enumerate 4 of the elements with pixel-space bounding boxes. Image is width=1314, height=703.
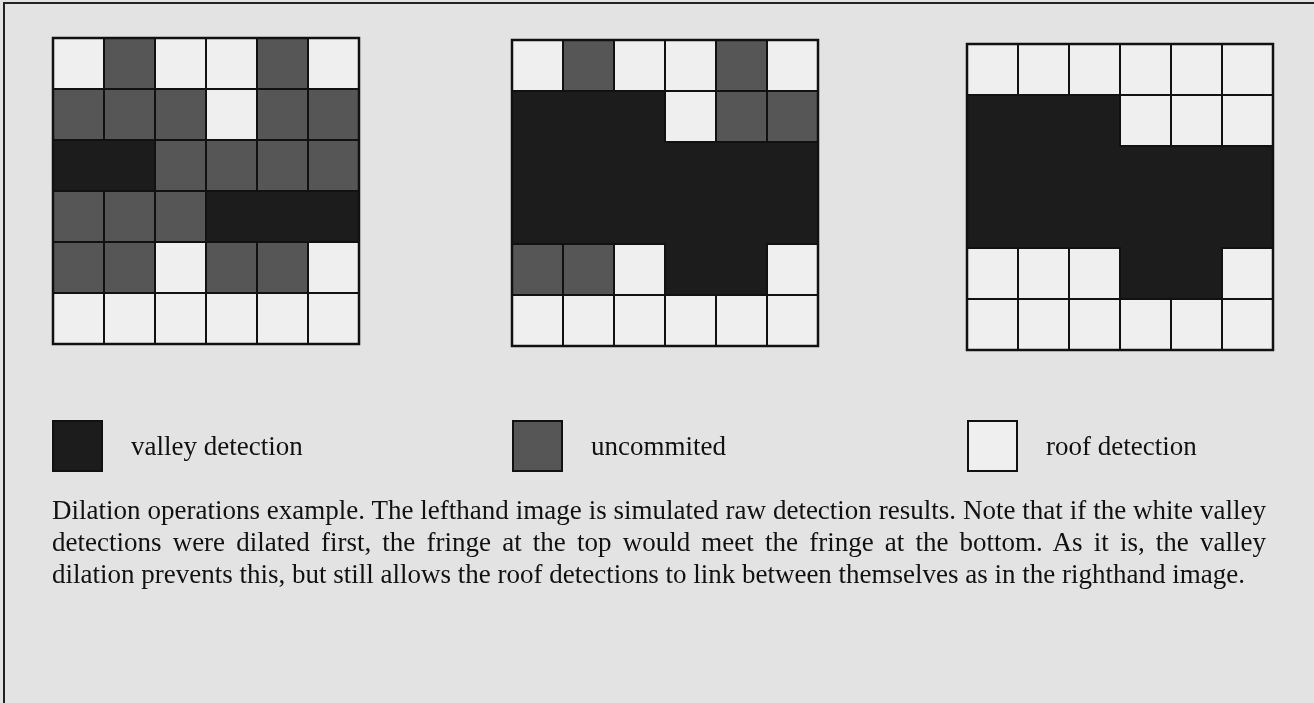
legend-label: valley detection [131,429,303,463]
caption: Dilation operations example. The lefthand image is simulated raw detection results. Note that if the white valley detections were dilated first, the fringe at the top would meet the fringe at the bottom. As it is, the valley dilation prevents this, but still allows the roof detections to link between themselves as in the righthand image. [52,494,1266,590]
legend-label: roof detection [1046,429,1197,463]
legend-label: uncommited [591,429,726,463]
